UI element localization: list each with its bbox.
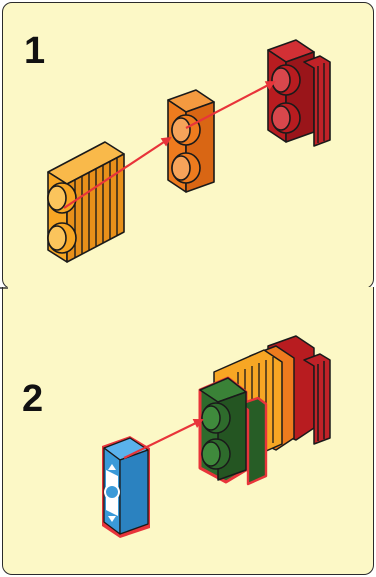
bracket-brick-icon: [267, 39, 331, 147]
green-bracket-icon: [198, 376, 268, 486]
assembly-arrow-step-2: [123, 419, 204, 459]
grille-brick-icon: [47, 141, 125, 263]
step-2-panel: [2, 287, 374, 575]
step-number-1: 1: [24, 30, 46, 72]
step-number-2: 2: [22, 378, 44, 420]
printed-tile-icon: [102, 436, 150, 538]
plate-1x2-icon: [167, 89, 215, 193]
assembly-arrows-step-1: [63, 81, 276, 209]
